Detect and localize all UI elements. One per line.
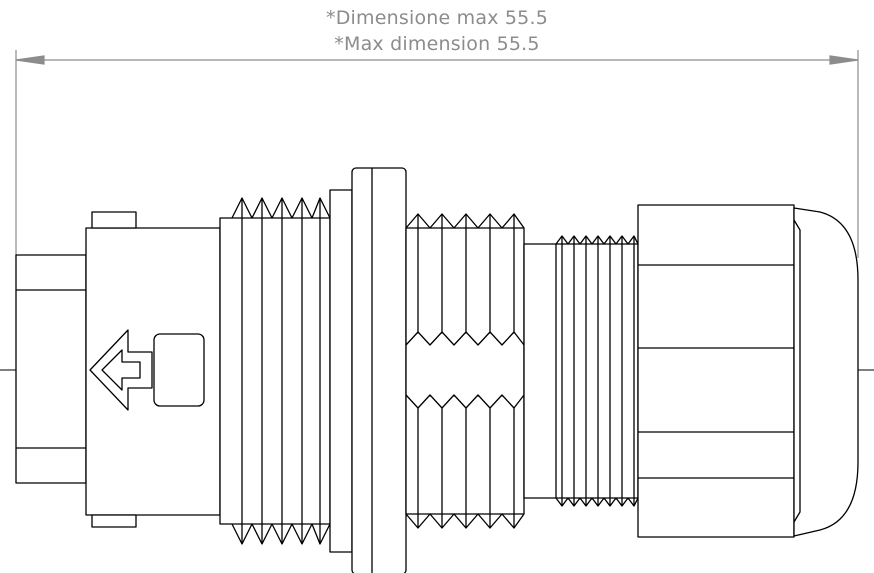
dome-cap bbox=[794, 208, 858, 536]
flange-washer bbox=[330, 190, 352, 552]
dimension-arrow-left bbox=[16, 56, 44, 64]
dimension-label-english: *Max dimension 55.5 bbox=[334, 33, 540, 55]
dimension-line bbox=[16, 50, 858, 258]
fine-thread bbox=[524, 236, 638, 506]
arrow-marker bbox=[90, 330, 152, 410]
middle-thread bbox=[406, 214, 524, 528]
dimension-arrow-right bbox=[830, 56, 858, 64]
plug-face bbox=[16, 255, 86, 483]
flange bbox=[352, 168, 406, 573]
latch-tab-top bbox=[92, 212, 136, 228]
dimension-label-italian: *Dimensione max 55.5 bbox=[326, 7, 548, 29]
connector-body bbox=[16, 168, 858, 573]
hex-nut bbox=[638, 205, 794, 537]
latch-tab-bottom bbox=[92, 515, 136, 527]
arrow-button bbox=[154, 334, 204, 406]
main-thread bbox=[220, 198, 330, 544]
